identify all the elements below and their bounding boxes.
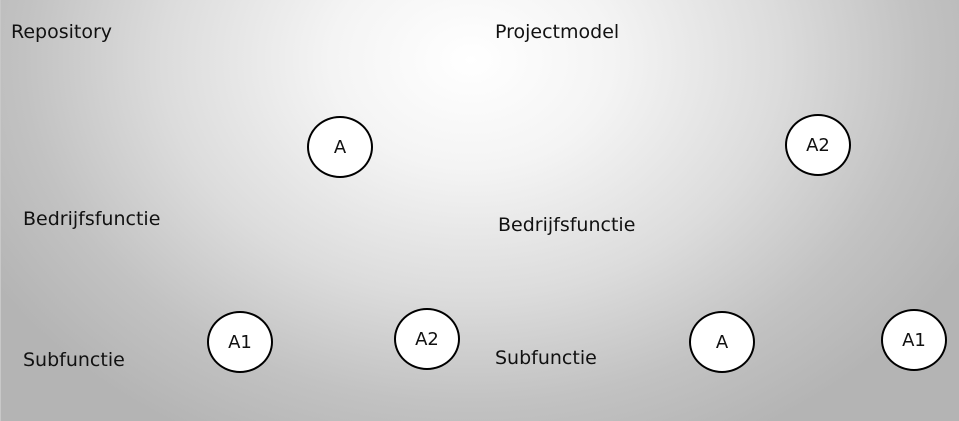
repository-node-a2: A2	[394, 308, 460, 370]
repository-subfunction-label: Subfunctie	[23, 349, 125, 371]
projectmodel-business-function-label: Bedrijfsfunctie	[498, 214, 636, 236]
repository-title: Repository	[11, 21, 113, 43]
projectmodel-node-a: A	[689, 311, 755, 373]
repository-node-a1: A1	[207, 311, 273, 373]
repository-node-a: A	[307, 116, 373, 178]
projectmodel-node-a2: A2	[785, 114, 851, 176]
projectmodel-node-a1: A1	[881, 309, 947, 371]
projectmodel-subfunction-label: Subfunctie	[495, 347, 597, 369]
projectmodel-title: Projectmodel	[495, 21, 620, 43]
repository-business-function-label: Bedrijfsfunctie	[23, 208, 161, 230]
